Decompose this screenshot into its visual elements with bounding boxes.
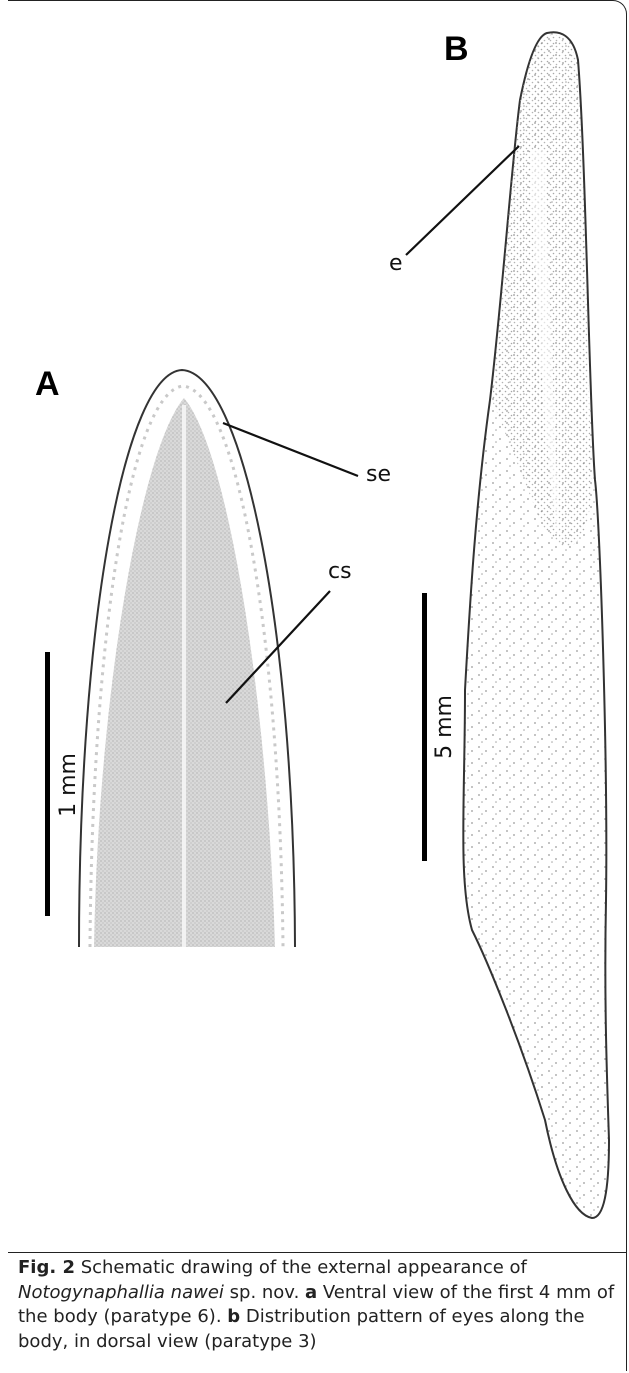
- caption-part-b-label: b: [227, 1306, 240, 1327]
- scale-bar-b: [422, 593, 427, 861]
- caption-fig-label: Fig. 2: [18, 1257, 75, 1278]
- scale-bar-a-label: 1 mm: [56, 753, 81, 817]
- label-e: e: [389, 251, 403, 276]
- caption-text-2: sp. nov.: [224, 1282, 305, 1303]
- caption-text-1: Schematic drawing of the external appear…: [75, 1257, 527, 1278]
- leader-line-e: [406, 146, 519, 255]
- caption-divider: [8, 1252, 627, 1253]
- label-se: se: [366, 462, 391, 487]
- caption-species-name: Notogynaphallia nawei: [18, 1282, 224, 1303]
- panel-b-letter: B: [444, 30, 469, 68]
- figure-caption: Fig. 2 Schematic drawing of the external…: [18, 1256, 618, 1354]
- label-cs: cs: [328, 559, 352, 584]
- panel-a-drawing: [79, 370, 295, 947]
- panel-a-letter: A: [35, 365, 60, 403]
- scale-bar-a: [45, 652, 50, 916]
- caption-part-a-label: a: [305, 1282, 317, 1303]
- scale-bar-b-label: 5 mm: [432, 695, 457, 759]
- panel-b-drawing: [463, 32, 609, 1218]
